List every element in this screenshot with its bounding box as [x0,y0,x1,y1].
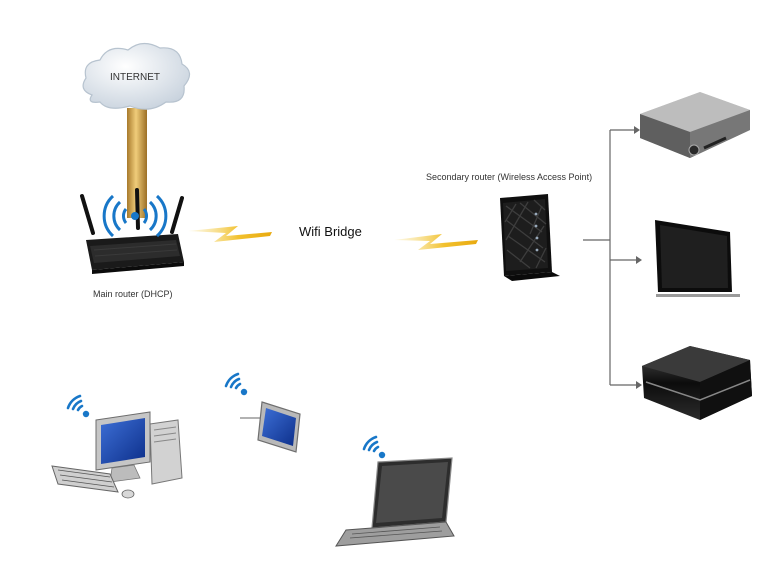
router-wifi-icon [102,194,168,238]
secondary-router-icon [500,194,560,281]
laptop-icon [335,457,455,547]
laptop-wifi-icon [362,435,387,460]
cloud-icon [82,42,191,110]
media-player-icon [640,92,750,158]
tv-icon [655,220,740,297]
wifi-bridge-label: Wifi Bridge [299,224,362,239]
tablet-icon [240,401,301,453]
desktop-computer-icon [51,411,183,499]
desktop-wifi-icon [66,394,91,419]
internet-link-pillar [127,108,147,218]
main-router-label: Main router (DHCP) [93,289,173,299]
tablet-wifi-icon [224,372,249,397]
secondary-router-label: Secondary router (Wireless Access Point) [426,172,593,182]
game-console-icon [642,346,752,420]
main-router-icon [80,188,184,274]
lightning-right-icon [394,234,478,250]
internet-label: INTERNET [110,72,160,83]
connector-lines [583,129,640,386]
lightning-left-icon [188,226,272,242]
